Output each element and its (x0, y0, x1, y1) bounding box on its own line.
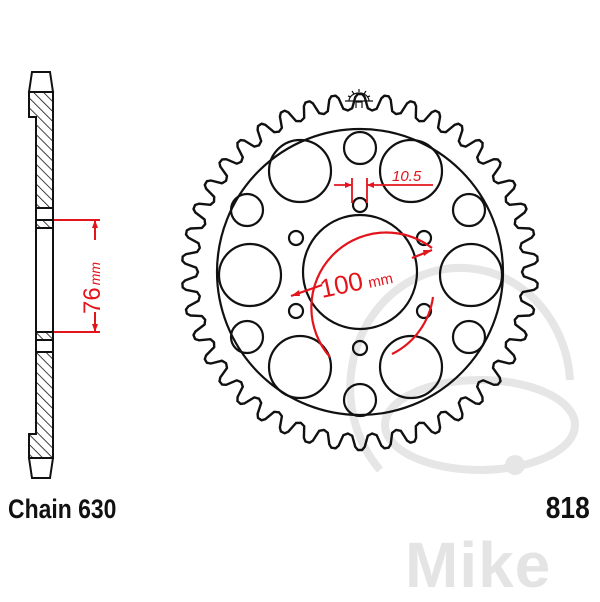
chain-size-label: Chain 630 (8, 494, 117, 524)
small-hole (451, 319, 487, 355)
small-hole (342, 382, 378, 418)
bolt-circle-dimension (290, 231, 435, 358)
sprocket-teeth-outline (181, 92, 539, 452)
watermark-text: Mike (405, 529, 552, 601)
small-hole (229, 319, 265, 355)
large-hole (438, 242, 504, 308)
bore-dimension-label: 76mm (79, 262, 106, 314)
small-hole (342, 130, 378, 166)
large-hole (378, 334, 444, 400)
bolt-hole (351, 196, 369, 214)
bolt-circle-label: 100mm (317, 259, 395, 304)
bolt-hole-label: 10.5 (392, 168, 422, 185)
small-hole (451, 192, 487, 228)
maker-logo-icon (345, 89, 373, 108)
bolt-hole (287, 302, 305, 320)
large-hole (217, 242, 283, 308)
lightening-holes (217, 130, 504, 418)
large-hole (267, 138, 333, 204)
bolt-hole (287, 229, 305, 247)
large-hole (378, 138, 444, 204)
part-number-label: 818 (546, 490, 590, 525)
small-hole (229, 192, 265, 228)
bore-dimension (54, 219, 100, 333)
bolt-hole (351, 339, 369, 357)
side-profile (27, 71, 55, 479)
bolt-hole (415, 302, 433, 320)
large-hole (267, 334, 333, 400)
bolt-hole-dimension (334, 178, 433, 203)
center-bore (301, 213, 419, 331)
